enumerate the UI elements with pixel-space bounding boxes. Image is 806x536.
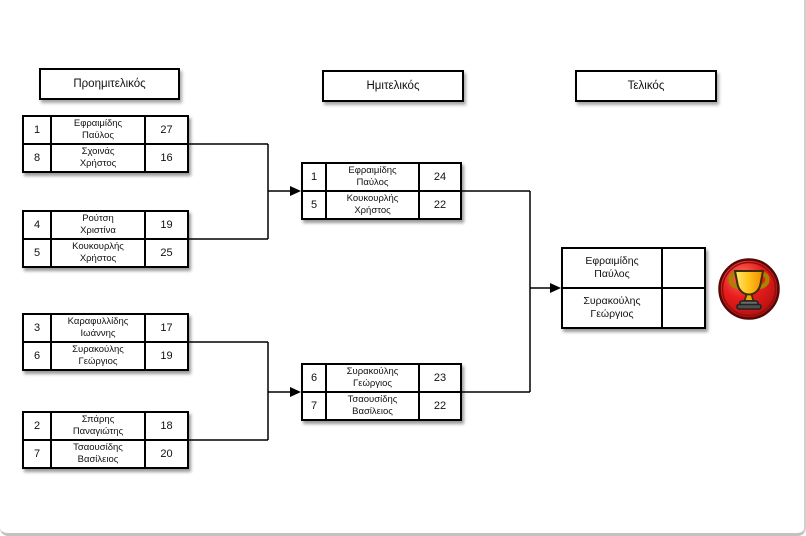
bracket-row: 6 Συρακούλης Γεώργιος 19 <box>24 341 187 369</box>
score: 23 <box>418 365 460 391</box>
round-header-quarterfinal: Προημιτελικός <box>39 68 180 100</box>
player-name: Συρακούλης Γεώργιος <box>583 294 641 320</box>
score: 20 <box>144 441 187 467</box>
seed: 6 <box>303 365 327 391</box>
bracket-row: 5 Κουκουρλής Χρήστος 22 <box>303 190 460 218</box>
player-name: Σχοινάς Χρήστος <box>79 146 117 169</box>
bracket-row: Εφραιμίδης Παύλος <box>563 249 704 287</box>
player-name: Σπάρης Παναγιώτης <box>72 414 124 437</box>
seed: 1 <box>24 117 52 143</box>
score: 19 <box>144 212 187 238</box>
player-name: Εφραιμίδης Παύλος <box>348 165 397 188</box>
match-quarterfinal-2: 4 Ρούτση Χριστίνα 19 5 Κουκουρλής Χρήστο… <box>22 210 189 268</box>
seed: 5 <box>24 240 52 266</box>
seed: 7 <box>24 441 52 467</box>
seed: 3 <box>24 315 52 341</box>
match-quarterfinal-4: 2 Σπάρης Παναγιώτης 18 7 Τσαουσίδης Βασί… <box>22 411 189 469</box>
score: 16 <box>144 145 187 171</box>
bracket-row: 8 Σχοινάς Χρήστος 16 <box>24 143 187 171</box>
match-semifinal-1: 1 Εφραιμίδης Παύλος 24 5 Κουκουρλής Χρήσ… <box>301 162 462 220</box>
score: 24 <box>418 164 460 190</box>
bracket-row: Συρακούλης Γεώργιος <box>563 287 704 327</box>
player-name: Συρακούλης Γεώργιος <box>72 344 124 367</box>
bracket-row: 6 Συρακούλης Γεώργιος 23 <box>303 365 460 391</box>
round-header-semifinal: Ημιτελικός <box>322 70 464 102</box>
player-name: Κουκουρλής Χρήστος <box>72 241 124 264</box>
player-name: Εφραιμίδης Παύλος <box>585 254 639 280</box>
player-name: Κουκουρλής Χρήστος <box>346 193 399 216</box>
seed: 1 <box>303 164 327 190</box>
bracket-row: 1 Εφραιμίδης Παύλος 24 <box>303 164 460 190</box>
player-name: Τσαουσίδης Βασίλειος <box>347 394 398 417</box>
seed: 7 <box>303 393 327 419</box>
player-name: Συρακούλης Γεώργιος <box>346 366 399 389</box>
seed: 4 <box>24 212 52 238</box>
match-semifinal-2: 6 Συρακούλης Γεώργιος 23 7 Τσαουσίδης Βα… <box>301 363 462 421</box>
score <box>661 289 704 327</box>
score: 22 <box>418 192 460 218</box>
bracket-row: 1 Εφραιμίδης Παύλος 27 <box>24 117 187 143</box>
score <box>661 249 704 287</box>
score: 17 <box>144 315 187 341</box>
seed: 2 <box>24 413 52 439</box>
bracket-row: 2 Σπάρης Παναγιώτης 18 <box>24 413 187 439</box>
seed: 6 <box>24 343 52 369</box>
seed: 8 <box>24 145 52 171</box>
match-quarterfinal-1: 1 Εφραιμίδης Παύλος 27 8 Σχοινάς Χρήστος… <box>22 115 189 173</box>
bracket-row: 5 Κουκουρλής Χρήστος 25 <box>24 238 187 266</box>
bracket-row: 3 Καραφυλλίδης Ιωάννης 17 <box>24 315 187 341</box>
match-final: Εφραιμίδης Παύλος Συρακούλης Γεώργιος <box>561 247 706 329</box>
bracket-row: 7 Τσαουσίδης Βασίλειος 20 <box>24 439 187 467</box>
player-name: Ρούτση Χριστίνα <box>80 213 116 236</box>
round-header-final: Τελικός <box>575 70 717 102</box>
score: 22 <box>418 393 460 419</box>
player-name: Τσαουσίδης Βασίλειος <box>73 442 123 465</box>
score: 25 <box>144 240 187 266</box>
score: 27 <box>144 117 187 143</box>
seed: 5 <box>303 192 327 218</box>
player-name: Εφραιμίδης Παύλος <box>73 118 123 141</box>
bracket-row: 7 Τσαουσίδης Βασίλειος 22 <box>303 391 460 419</box>
match-quarterfinal-3: 3 Καραφυλλίδης Ιωάννης 17 6 Συρακούλης Γ… <box>22 313 189 371</box>
score: 19 <box>144 343 187 369</box>
trophy-icon <box>718 258 780 320</box>
bracket-row: 4 Ρούτση Χριστίνα 19 <box>24 212 187 238</box>
score: 18 <box>144 413 187 439</box>
player-name: Καραφυλλίδης Ιωάννης <box>67 316 129 339</box>
